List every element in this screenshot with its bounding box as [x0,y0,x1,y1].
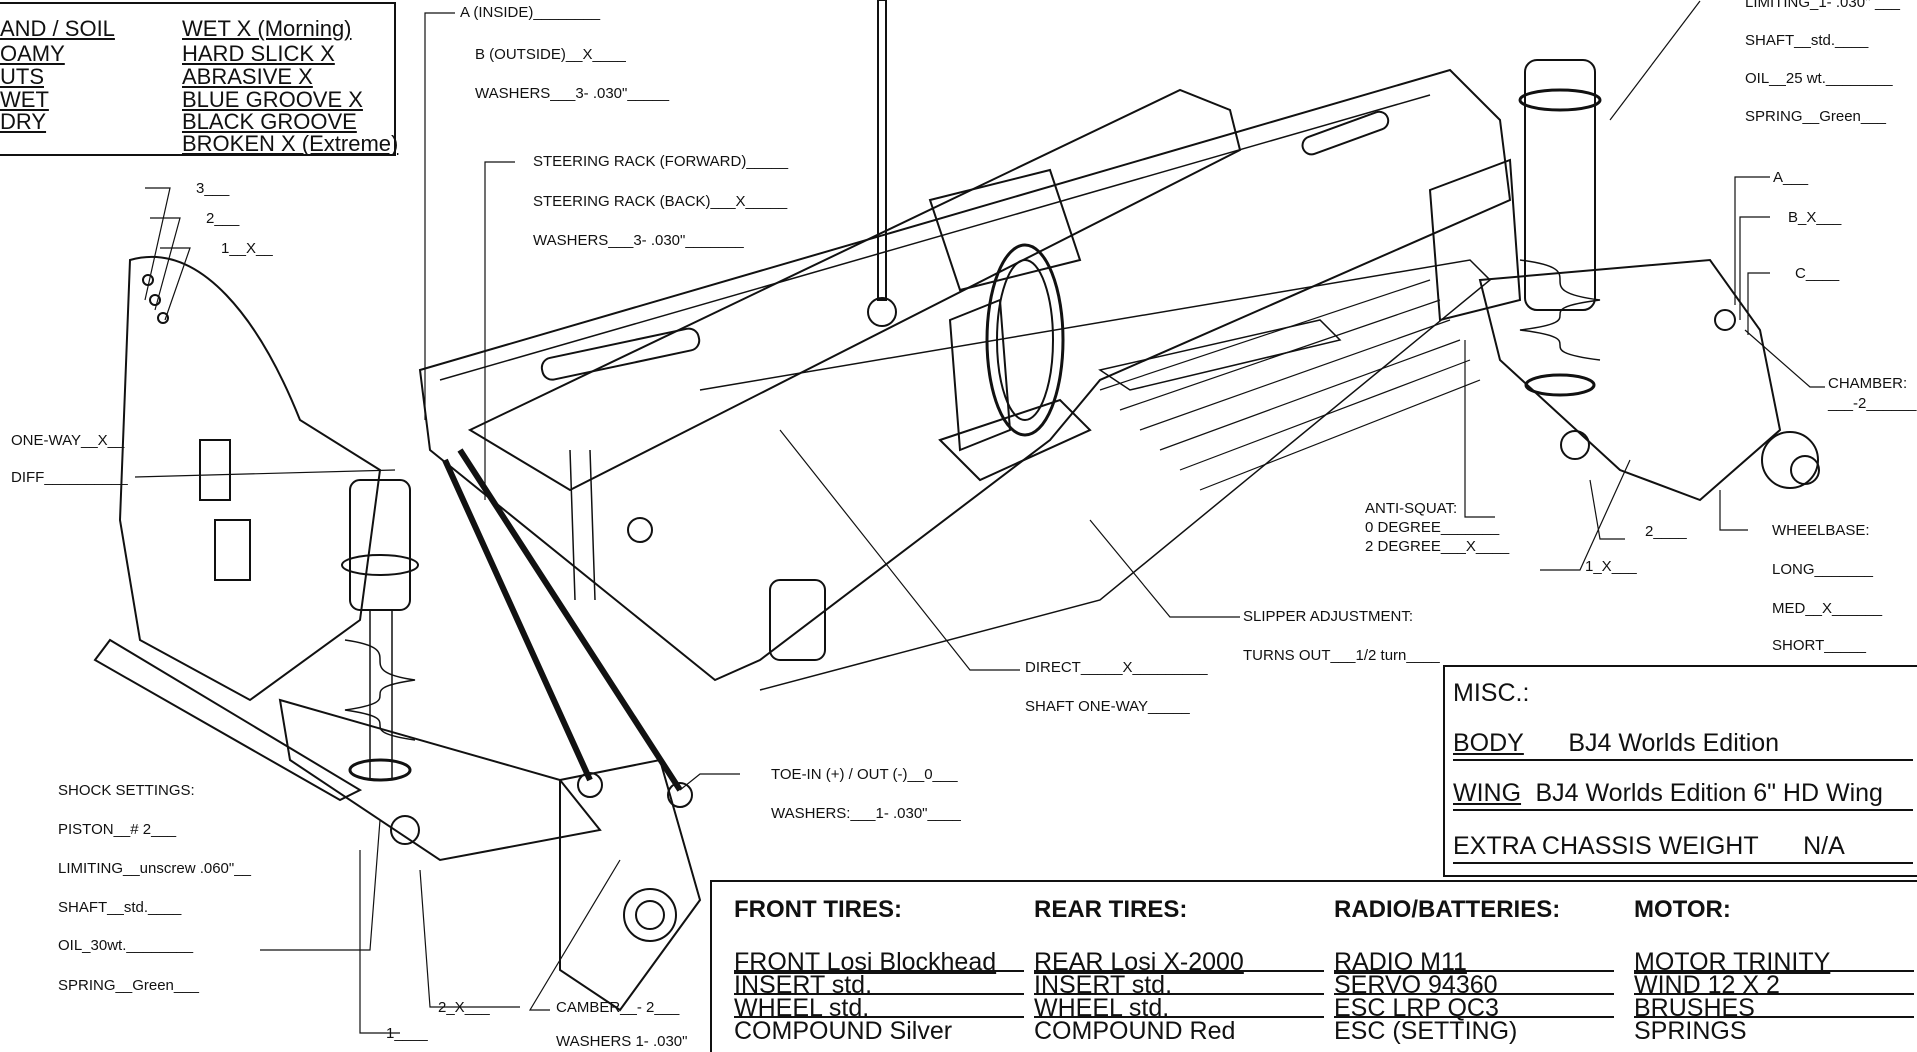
condition-right-1: HARD SLICK X [182,41,335,66]
label-zero-degree: 0 DEGREE_______ [1365,519,1500,536]
label-1: 1____ [386,1025,428,1042]
label-oil: OIL_30wt.________ [58,937,194,954]
main-chassis-plate [418,68,1512,682]
label-med: MED__X______ [1772,600,1883,617]
label-camber-c: C____ [1795,265,1840,282]
condition-right-5: BROKEN X (Extreme) [182,131,399,156]
label-piston: PISTON__# 2___ [58,821,177,838]
condition-left-3: WET [0,87,49,112]
front-shock-body [1524,59,1596,311]
misc-wing-row: WING BJ4 Worlds Edition 6" HD Wing [1453,779,1913,811]
top-deck [467,88,1242,492]
rear-tires-row-3: COMPOUND Red [1034,1017,1236,1045]
label-camber-a: A___ [1773,169,1809,186]
rear-tires-header: REAR TIRES: [1034,896,1188,923]
label-shock-settings: SHOCK SETTINGS: [58,782,195,799]
condition-left-2: UTS [0,64,44,89]
misc-wing-value: BJ4 Worlds Edition 6" HD Wing [1535,779,1883,807]
label-short: SHORT_____ [1772,637,1866,654]
rear-hub [559,758,702,1012]
label-spring-front: SPRING__Green___ [1745,108,1886,125]
label-tower-2: 2___ [206,210,240,227]
label-washers-top: WASHERS___3- .030"_____ [475,85,670,102]
condition-left-1: OAMY [0,41,65,66]
label-direct: DIRECT_____X_________ [1025,659,1208,676]
label-link-2: 2____ [1645,523,1687,540]
rear-shock-tower [118,255,382,702]
label-chamber: CHAMBER: [1828,375,1908,392]
label-oil-front: OIL__25 wt.________ [1745,70,1893,87]
label-washers-toe: WASHERS:___1- .030"____ [771,805,961,822]
label-a-inside: A (INSIDE)________ [460,4,601,21]
label-diff: DIFF__________ [11,469,128,486]
radio-header: RADIO/BATTERIES: [1334,896,1561,923]
label-washers-steering: WASHERS___3- .030"_______ [533,232,744,249]
label-spring: SPRING__Green___ [58,977,199,994]
label-two-degree: 2 DEGREE___X____ [1365,538,1510,555]
condition-left-0: AND / SOIL [0,16,115,41]
label-washers-camber: WASHERS 1- .030" [556,1033,688,1050]
condition-right-0: WET X (Morning) [182,16,352,41]
label-anti-squat: ANTI-SQUAT: [1365,500,1458,517]
motor-header: MOTOR: [1634,896,1731,923]
condition-left-4: DRY [0,109,47,134]
condition-right-2: ABRASIVE X [182,64,313,89]
label-shaft: SHAFT__std.____ [58,899,182,916]
front-arm [1478,258,1782,502]
misc-weight-row: EXTRA CHASSIS WEIGHT N/A [1453,832,1913,864]
label-tower-3: 3___ [196,180,230,197]
label-slipper: SLIPPER ADJUSTMENT: [1243,608,1414,625]
label-one-way: ONE-WAY__X__ [11,432,125,449]
label-2x: 2_X___ [438,999,490,1016]
label-wheelbase: WHEELBASE: [1772,522,1870,539]
misc-body-label: BODY [1453,729,1524,757]
spur-gear [985,243,1065,437]
rear-arm [278,698,602,862]
label-shaft-front: SHAFT__std.____ [1745,32,1869,49]
radio-row-3: ESC (SETTING) [1334,1017,1518,1045]
misc-wing-label: WING [1453,779,1522,807]
misc-weight-value: N/A [1803,832,1845,860]
front-tires-row-3: COMPOUND Silver [734,1017,953,1045]
steering-rack [928,168,1082,292]
label-limiting: LIMITING__unscrew .060"__ [58,860,251,877]
label-shaft-oneway: SHAFT ONE-WAY_____ [1025,698,1190,715]
rear-shock-body [349,479,411,611]
misc-body-row: BODY BJ4 Worlds Edition [1453,729,1913,761]
label-camber: CAMBER__- 2___ [556,999,680,1016]
label-steering-forward: STEERING RACK (FORWARD)_____ [533,153,789,170]
label-link-1x: 1_X___ [1585,558,1637,575]
label-b-outside: B (OUTSIDE)__X____ [475,46,626,63]
label-toe: TOE-IN (+) / OUT (-)__0___ [771,766,958,783]
condition-right-4: BLACK GROOVE [182,109,357,134]
motor-row-3: SPRINGS [1634,1017,1747,1045]
condition-right-3: BLUE GROOVE X [182,87,363,112]
misc-title: MISC.: [1453,679,1530,707]
front-tires-header: FRONT TIRES: [734,896,902,923]
setup-table: FRONT TIRES: FRONT Losi Blockhead INSERT… [710,880,1917,1052]
label-camber-b: B_X___ [1788,209,1842,226]
label-steering-back: STEERING RACK (BACK)___X_____ [533,193,788,210]
misc-body-value: BJ4 Worlds Edition [1568,729,1780,757]
label-long: LONG_______ [1772,561,1873,578]
label-turns-out: TURNS OUT___1/2 turn____ [1243,647,1440,664]
label-limiting-front: LIMITING_1- .030'' ___ [1745,0,1900,11]
label-chamber-value: ___-2______ [1828,395,1917,412]
label-tower-1: 1__X__ [221,240,273,257]
misc-box: MISC.: BODY BJ4 Worlds Edition WING BJ4 … [1443,665,1917,877]
misc-weight-label: EXTRA CHASSIS WEIGHT [1453,832,1759,860]
antenna-tube [877,0,887,301]
